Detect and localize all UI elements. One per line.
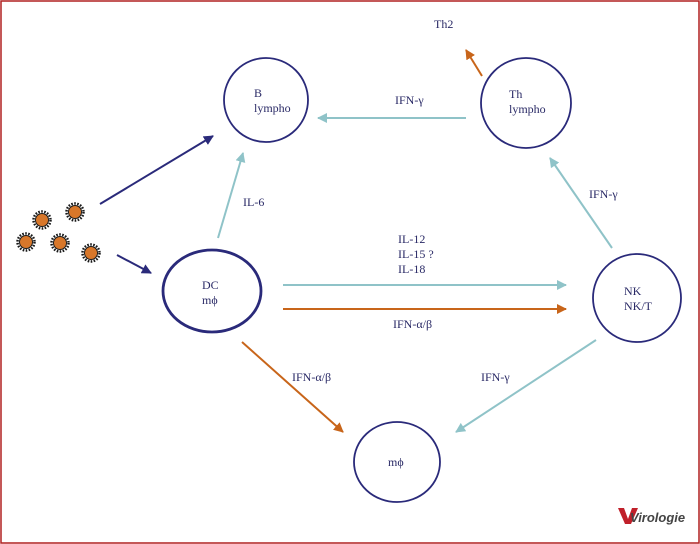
node-nk-line1: NK xyxy=(624,284,642,298)
label-ifn-ab-dc-nk: IFN-α/β xyxy=(393,317,432,331)
label-il12: IL-12 xyxy=(398,232,425,246)
virus-particle xyxy=(16,232,36,252)
label-ifn-gamma-nk-m: IFN-γ xyxy=(481,370,510,384)
node-b-line2: lympho xyxy=(254,101,291,115)
node-dc-macrophage: DC mϕ xyxy=(161,248,263,334)
logo-v-mark xyxy=(618,508,638,524)
node-th-lympho: Th lympho xyxy=(480,57,572,149)
node-m-line1: mϕ xyxy=(388,455,404,469)
virus-particle xyxy=(50,233,70,253)
virus-particle xyxy=(32,210,52,230)
node-b-lympho: B lympho xyxy=(223,57,309,143)
nk-to-m-ifn-gamma-arrow xyxy=(455,339,597,433)
node-macrophage: mϕ xyxy=(353,421,441,503)
nk-to-th-ifn-gamma-arrow xyxy=(549,157,613,249)
virus-particle xyxy=(81,243,101,263)
label-ifn-ab-dc-m: IFN-α/β xyxy=(292,370,331,384)
th-to-th2-arrow xyxy=(465,49,483,77)
label-il18: IL-18 xyxy=(398,262,425,276)
node-th-line2: lympho xyxy=(509,102,546,116)
node-th-line1: Th xyxy=(509,87,522,101)
dc-to-b-il6-arrow xyxy=(217,152,246,239)
node-nk: NK NK/T xyxy=(592,253,682,343)
logo-text: Virologie xyxy=(630,510,685,525)
label-ifn-gamma-th-b: IFN-γ xyxy=(395,93,424,107)
node-nk-line2: NK/T xyxy=(624,299,653,313)
label-il6: IL-6 xyxy=(243,195,264,209)
label-ifn-gamma-nk-th: IFN-γ xyxy=(589,187,618,201)
virologie-logo: Virologie xyxy=(618,508,685,525)
node-dc-line2: mϕ xyxy=(202,293,218,307)
dc-to-m-ifn-ab-arrow xyxy=(241,341,344,433)
node-dc-line1: DC xyxy=(202,278,219,292)
virus-to-b-arrow xyxy=(99,135,214,205)
node-b-line1: B xyxy=(254,86,262,100)
label-th2: Th2 xyxy=(434,17,453,31)
label-il15: IL-15 ? xyxy=(398,247,434,261)
virus-to-dc-arrow xyxy=(116,254,152,274)
virus-particles xyxy=(16,202,101,263)
virus-particle xyxy=(65,202,85,222)
